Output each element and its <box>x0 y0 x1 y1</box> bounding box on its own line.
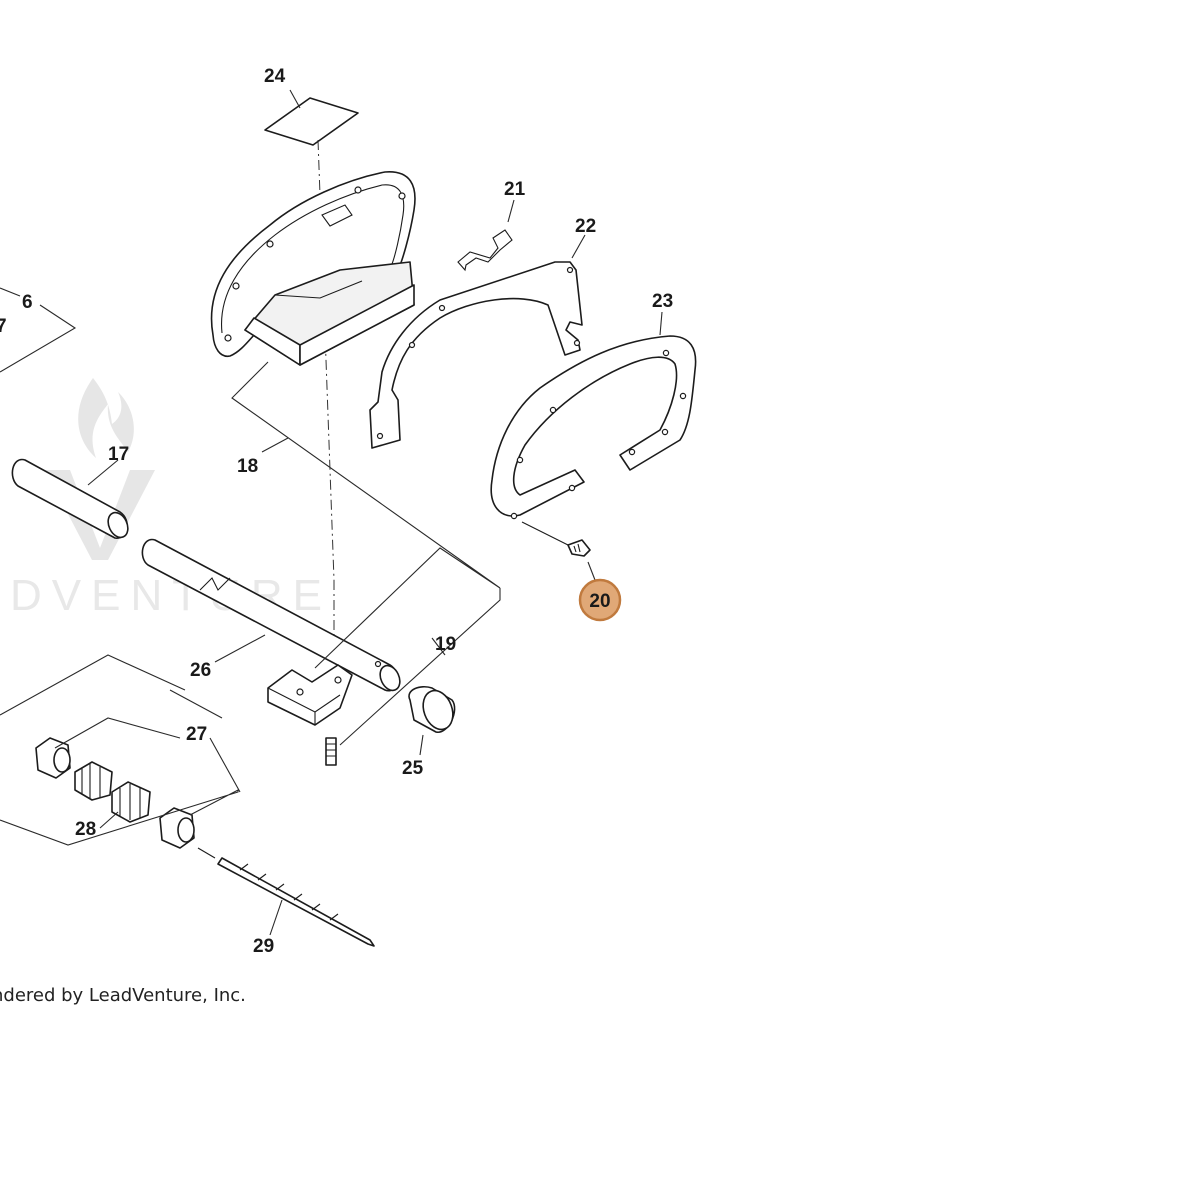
callout-21[interactable]: 21 <box>504 179 526 200</box>
part-25-bushing <box>408 685 456 733</box>
callout-7[interactable]: 7 <box>0 316 7 337</box>
callout-20-highlight[interactable]: 20 <box>578 578 622 622</box>
footer-credit: ndered by LeadVenture, Inc. <box>0 985 246 1006</box>
callouts: 24 21 22 23 6 7 17 18 19 26 27 25 28 29 <box>0 66 673 957</box>
part-23-frame <box>490 335 697 520</box>
callout-20[interactable]: 20 <box>589 591 610 612</box>
callout-17[interactable]: 17 <box>108 444 129 465</box>
clamp-screw <box>325 737 337 766</box>
callout-26[interactable]: 26 <box>190 660 211 681</box>
callout-29[interactable]: 29 <box>253 936 274 957</box>
flame-logo-icon <box>78 378 134 458</box>
callout-19[interactable]: 19 <box>435 634 456 655</box>
callout-27[interactable]: 27 <box>186 724 207 745</box>
part-24-label <box>264 97 359 146</box>
callout-24[interactable]: 24 <box>264 66 286 87</box>
callout-28[interactable]: 28 <box>75 819 96 840</box>
tube-clamp <box>267 664 353 726</box>
callout-23[interactable]: 23 <box>652 291 673 312</box>
callout-22[interactable]: 22 <box>575 216 596 237</box>
part-27-coupler-right <box>159 807 195 849</box>
part-27-coupler-left <box>35 737 71 779</box>
highlight-circle[interactable] <box>578 578 622 622</box>
part-26-tube <box>141 538 401 692</box>
leader-lines <box>0 89 663 936</box>
callout-18[interactable]: 18 <box>237 456 258 477</box>
part-28-sleeves <box>74 761 151 823</box>
part-18-housing <box>210 171 416 366</box>
part-17-tube <box>11 458 129 539</box>
callout-25[interactable]: 25 <box>402 758 424 779</box>
callout-6[interactable]: 6 <box>22 292 33 313</box>
part-21-clip <box>457 229 513 272</box>
part-22-plate <box>369 261 583 449</box>
part-29-shaft <box>197 847 375 947</box>
part-20-screw <box>521 521 591 557</box>
